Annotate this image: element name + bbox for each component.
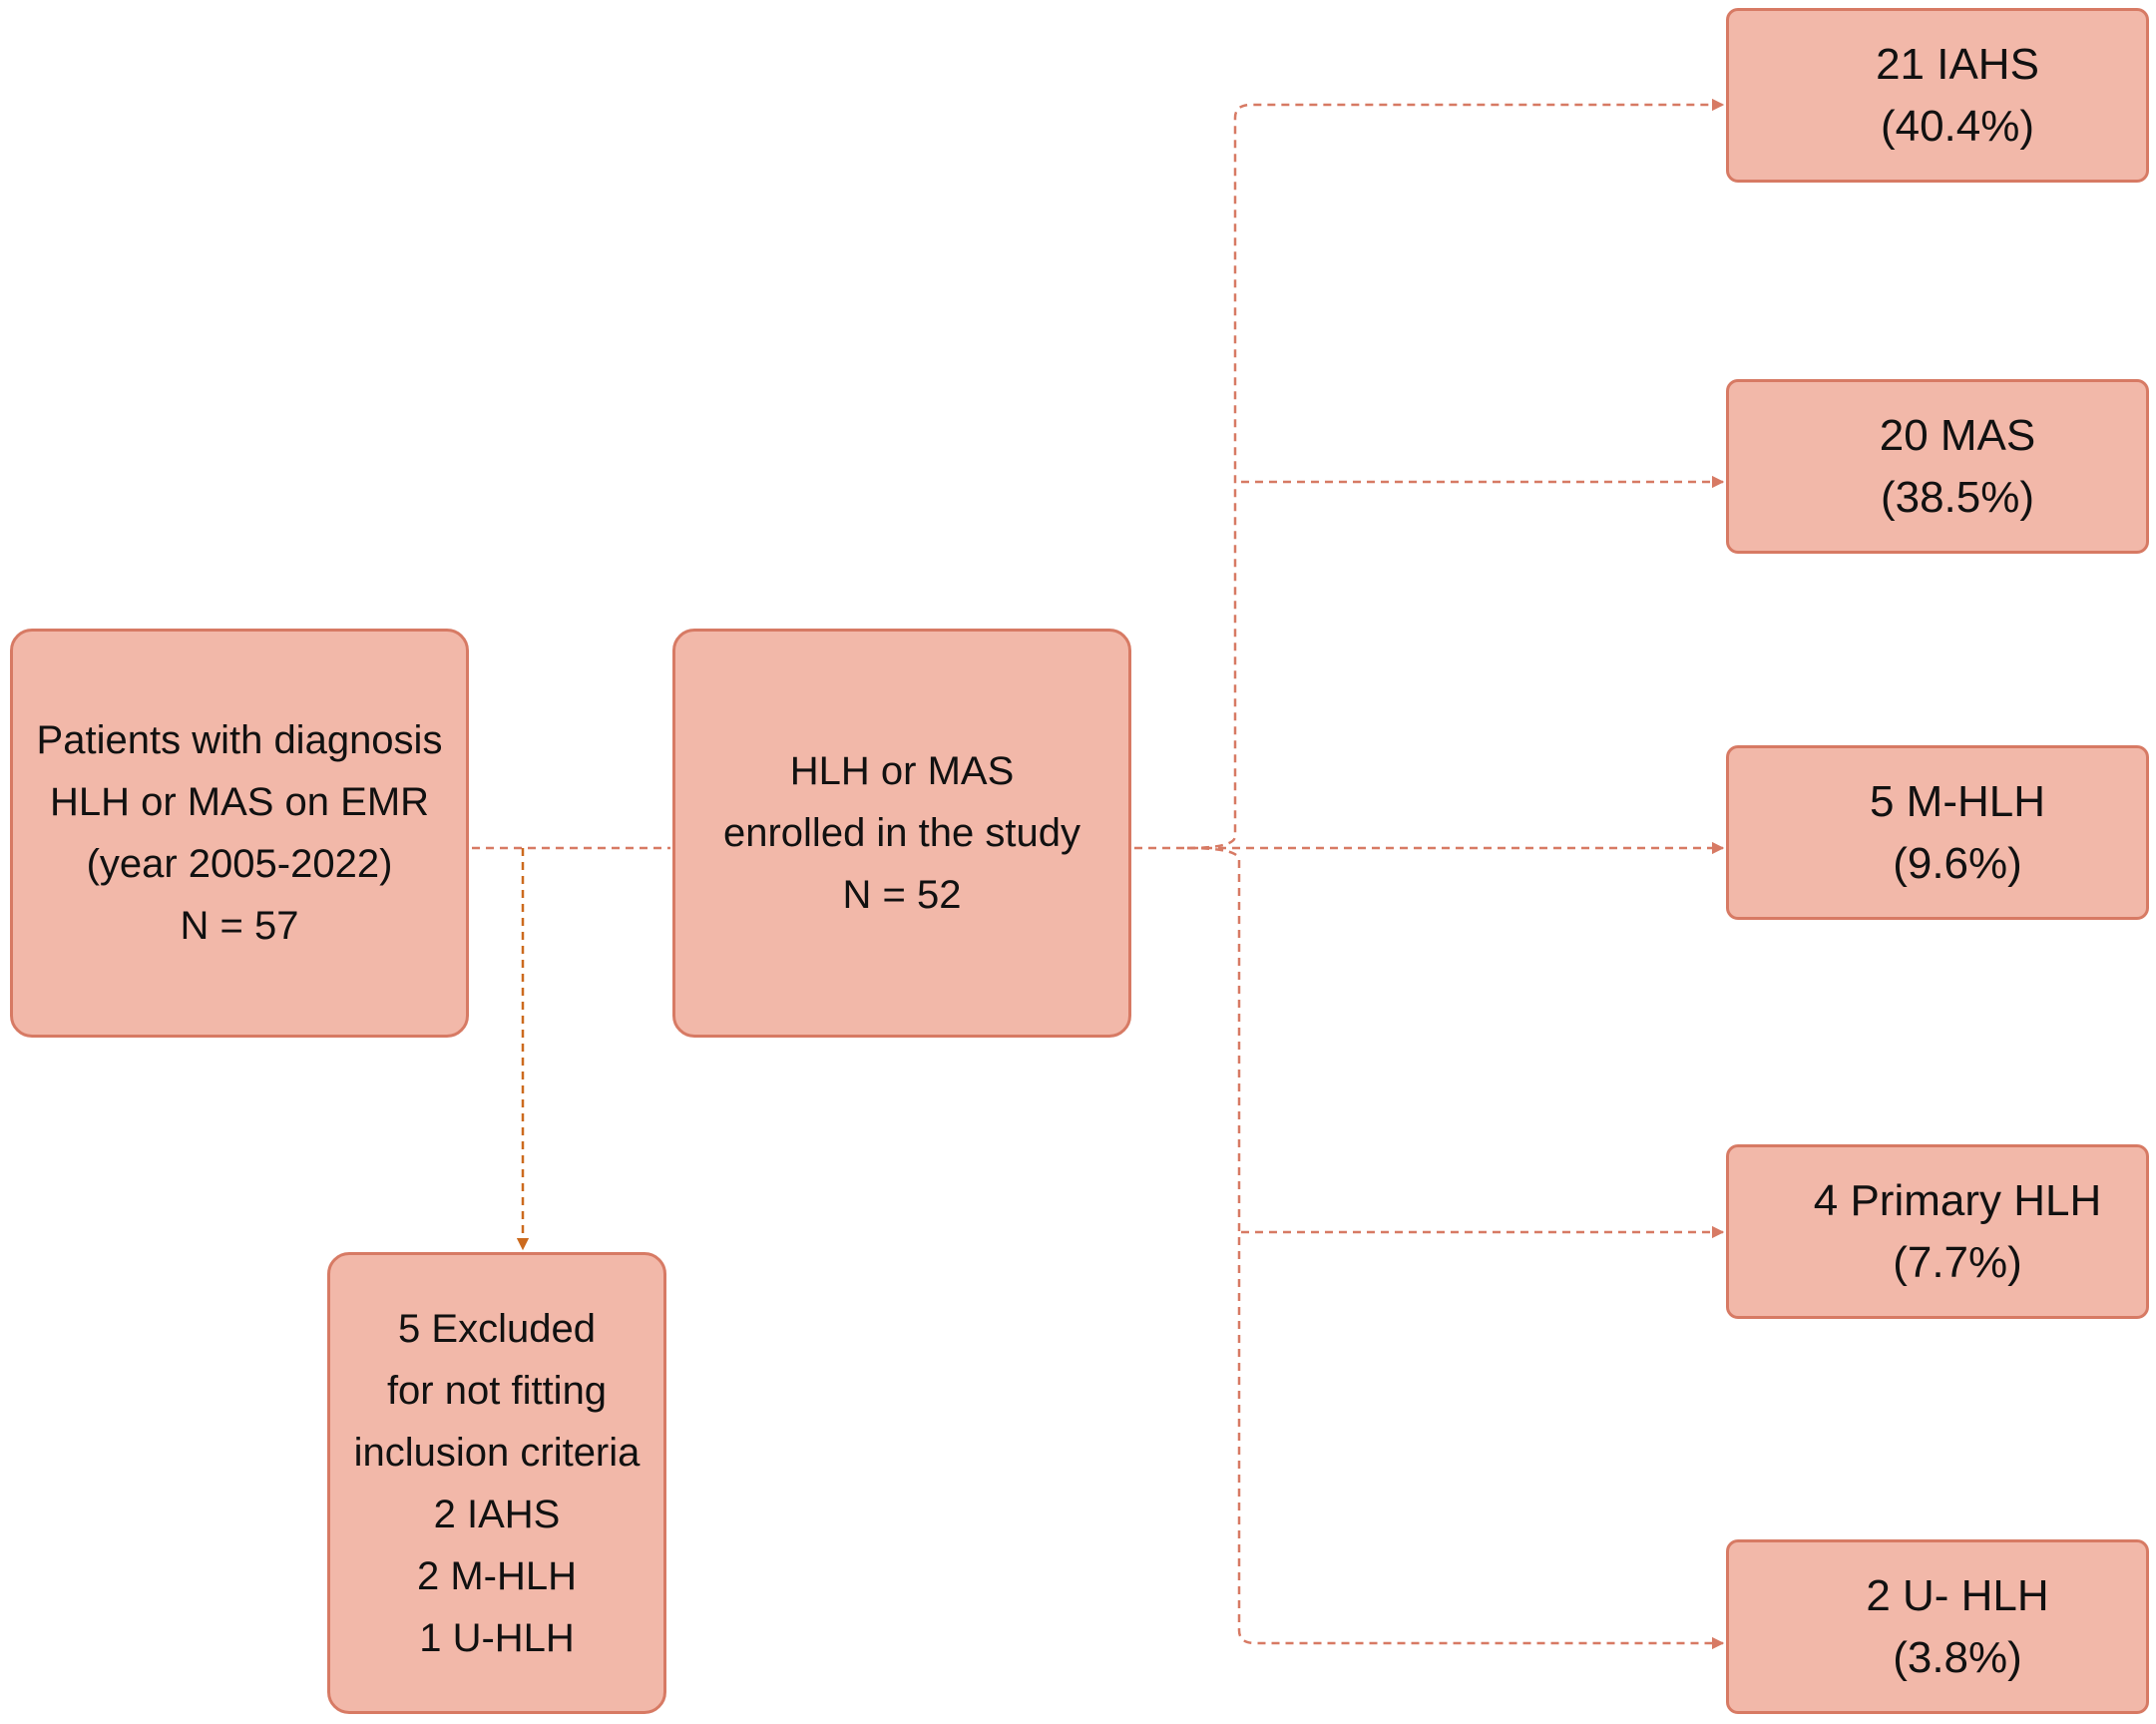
outcome-label: 20 MAS [1879,410,2036,460]
outcome-label: 4 Primary HLH [1813,1175,2102,1225]
outcome-box-u-hlh: 2 U- HLH (3.8%) [1726,1539,2149,1714]
outcome-box-iahs: 21 IAHS (40.4%) [1726,8,2149,183]
connector-trunk-up [1186,98,1725,850]
outcome-percent: (38.5%) [1880,472,2035,522]
source-line-2: HLH or MAS on EMR [49,780,430,824]
excluded-line-4: 2 IAHS [433,1492,561,1536]
excluded-line-5: 2 M-HLH [416,1553,578,1598]
enrolled-line-2: enrolled in the study [722,811,1080,855]
excluded-line-2: for not fitting [386,1368,608,1413]
outcome-label: 21 IAHS [1876,39,2039,89]
enrolled-line-3: N = 52 [842,873,962,917]
excluded-line-1: 5 Excluded [398,1306,596,1351]
outcome-percent: (9.6%) [1893,838,2022,888]
outcome-label: 2 U- HLH [1866,1570,2049,1620]
outcome-box-primary-hlh: 4 Primary HLH (7.7%) [1726,1144,2149,1319]
outcome-percent: (7.7%) [1893,1237,2022,1287]
outcome-percent: (40.4%) [1880,101,2035,151]
source-population-box: Patients with diagnosis HLH or MAS on EM… [10,629,469,1038]
excluded-box: 5 Excluded for not fitting inclusion cri… [327,1252,666,1714]
enrolled-box: HLH or MAS enrolled in the study N = 52 [672,629,1131,1038]
outcome-label: 5 M-HLH [1869,776,2046,826]
source-line-4: N = 57 [180,904,299,948]
source-line-3: (year 2005-2022) [86,842,393,886]
excluded-line-6: 1 U-HLH [419,1615,575,1660]
outcome-box-mas: 20 MAS (38.5%) [1726,379,2149,554]
outcome-percent: (3.8%) [1893,1632,2022,1682]
connector-trunk-down [1186,846,1725,1650]
outcome-box-m-hlh: 5 M-HLH (9.6%) [1726,745,2149,920]
enrolled-line-1: HLH or MAS [789,749,1015,793]
excluded-line-3: inclusion criteria [353,1430,641,1475]
source-line-1: Patients with diagnosis [36,718,443,762]
